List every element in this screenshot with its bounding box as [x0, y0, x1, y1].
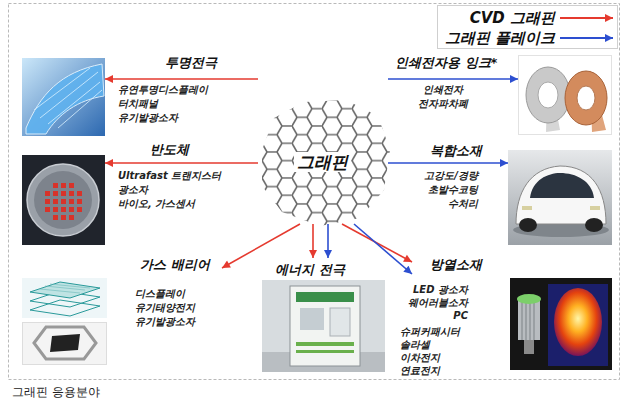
display-photo	[22, 58, 105, 136]
application-panel: 복합소재고강도/경량초발수코팅수처리	[508, 150, 612, 245]
text-holder: LED 광소자	[413, 284, 468, 296]
application-item: 유기발광소자	[135, 316, 195, 328]
text-holder: 유연투명디스플레이	[118, 84, 208, 96]
text-holder: 인쇄전자용 잉크*	[395, 55, 497, 71]
text-holder: 방열소재	[430, 257, 482, 273]
connector-arrow	[105, 162, 258, 164]
figure-caption: 그래핀 응용분야	[12, 385, 100, 400]
text-holder: 바이오, 가스센서	[118, 198, 195, 210]
graphene-lattice: 그래핀	[258, 72, 388, 224]
application-item: 유기발광소자	[118, 112, 178, 124]
legend-box	[438, 6, 618, 49]
text-holder: 전자파차폐	[418, 98, 468, 110]
connector-arrow	[105, 78, 258, 80]
text-holder: 웨어러블소자	[408, 297, 468, 309]
application-item: 광소자	[118, 184, 148, 196]
material-label: 그래핀	[294, 152, 351, 172]
text-holder: 반도체	[150, 142, 189, 158]
text-holder: 슈퍼커패시터	[400, 326, 460, 338]
application-item: 인쇄전자	[423, 84, 463, 96]
text-holder: 유기발광소자	[135, 316, 195, 328]
connector-arrow	[354, 224, 412, 274]
application-item: 수처리	[448, 198, 478, 210]
text-holder: 고강도/경량	[424, 170, 478, 182]
text-holder: 초발수코팅	[428, 184, 478, 196]
energy-storage-photo	[262, 280, 385, 372]
application-item: 바이오, 가스센서	[118, 198, 195, 210]
application-panel: 에너지 전극슈퍼커패시터솔라셀이차전지연료전지	[262, 258, 387, 372]
graphene-lattice	[258, 96, 394, 230]
figure-frame	[9, 4, 620, 380]
application-panel: 반도체Ultrafast 트랜지스터광소자바이오, 가스센서	[22, 155, 105, 245]
text-holder: 투명전극	[165, 55, 217, 71]
heat-photo	[510, 278, 612, 370]
application-item: LED 광소자	[413, 284, 468, 296]
text-holder: 연료전지	[400, 365, 440, 377]
text-holder: 광소자	[118, 184, 148, 196]
connector-arrow	[327, 224, 329, 258]
application-panel: 투명전극유연투명디스플레이터치패널유기발광소자	[22, 58, 105, 136]
legend-text: CVD 그래핀	[470, 9, 555, 27]
ink-tape-photo	[519, 56, 612, 135]
text-holder: 인쇄전자	[423, 84, 463, 96]
car-photo	[508, 150, 612, 245]
connector-arrow	[222, 224, 300, 268]
text-holder: 솔라셀	[400, 339, 430, 351]
application-heading: 반도체	[150, 142, 189, 158]
application-item: 터치패널	[118, 98, 158, 110]
application-heading: 인쇄전자용 잉크*	[395, 55, 497, 71]
text-holder: 그래핀	[294, 152, 351, 172]
text-holder: 그래핀 응용분야	[12, 385, 100, 400]
text-holder: 터치패널	[118, 98, 158, 110]
application-panel: 인쇄전자용 잉크*인쇄전자전자파차폐	[518, 55, 612, 135]
application-heading: 가스 배리어	[140, 257, 210, 273]
text-holder: 유기태양전지	[135, 302, 195, 314]
application-item: 고강도/경량	[424, 170, 478, 182]
text-holder: PC	[453, 310, 468, 322]
application-heading: 복합소재	[430, 143, 482, 159]
legend-text: 그래핀 플레이크	[445, 29, 555, 47]
application-item: 초발수코팅	[428, 184, 478, 196]
application-item: 연료전지	[400, 365, 440, 377]
text-holder: 이차전지	[400, 352, 440, 364]
text-holder: 복합소재	[430, 143, 482, 159]
application-heading: 방열소재	[430, 257, 482, 273]
application-item: 유연투명디스플레이	[118, 84, 208, 96]
application-item: 웨어러블소자	[408, 297, 468, 309]
text-holder: Ultrafast 트랜지스터	[118, 170, 221, 182]
connector-arrow	[388, 162, 508, 164]
text-holder: 가스 배리어	[140, 257, 210, 273]
connector-arrow	[312, 224, 314, 258]
application-heading: 에너지 전극	[275, 262, 345, 278]
application-item: 유기태양전지	[135, 302, 195, 314]
text-holder: 유기발광소자	[118, 112, 178, 124]
wafer-photo	[22, 155, 105, 245]
application-panel: 가스 배리어디스플레이유기태양전지유기발광소자	[22, 255, 222, 365]
application-heading: 투명전극	[165, 55, 217, 71]
application-item: 디스플레이	[135, 288, 185, 300]
application-item: 솔라셀	[400, 339, 430, 351]
application-item: PC	[453, 310, 468, 322]
text-holder: 디스플레이	[135, 288, 185, 300]
text-holder: 에너지 전극	[275, 262, 345, 278]
text-holder: 그래핀 플레이크	[445, 29, 555, 47]
application-panel: 방열소재LED 광소자웨어러블소자PC	[412, 255, 612, 372]
application-item: 슈퍼커패시터	[400, 326, 460, 338]
application-item: 이차전지	[400, 352, 440, 364]
text-holder: 수처리	[448, 198, 478, 210]
connector-arrow	[388, 78, 518, 80]
application-item: 전자파차폐	[418, 98, 468, 110]
barrier-photo	[22, 278, 107, 365]
text-holder: CVD 그래핀	[470, 9, 555, 27]
application-item: Ultrafast 트랜지스터	[118, 170, 221, 182]
